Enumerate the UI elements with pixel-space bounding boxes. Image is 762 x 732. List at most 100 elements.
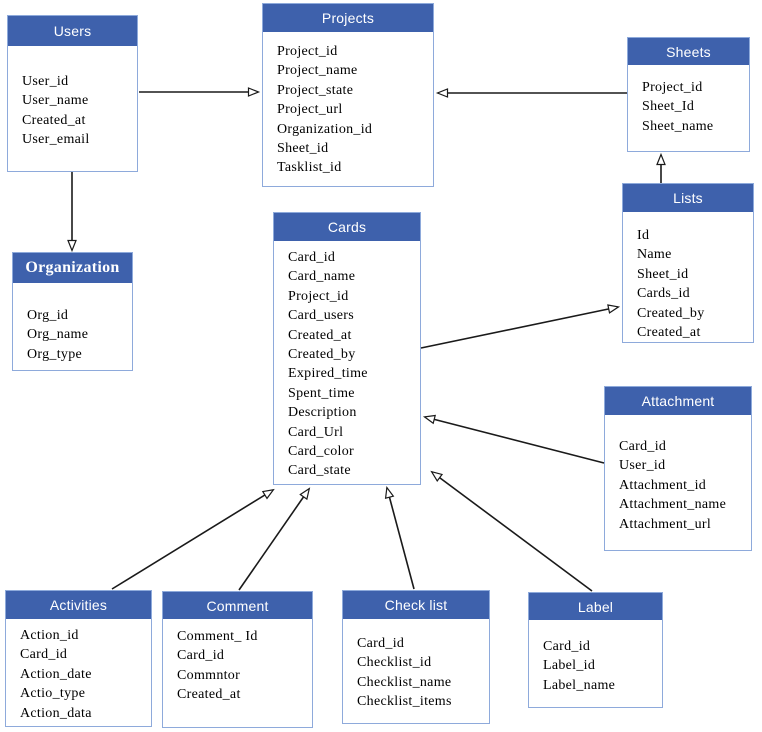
entity-projects-header: Projects bbox=[263, 4, 433, 32]
entity-field: Org_id bbox=[27, 308, 69, 323]
entity-activities-title: Activities bbox=[49, 597, 108, 613]
entity-field: Sheet_id bbox=[277, 141, 329, 157]
entity-field: Sheet_Id bbox=[642, 99, 695, 115]
entity-field: User_email bbox=[22, 132, 90, 148]
entity-field: Attachment_name bbox=[619, 497, 727, 513]
entity-field: Card_id bbox=[20, 647, 68, 663]
entity-field: Attachment_url bbox=[619, 516, 712, 532]
entity-field: Attachment_id bbox=[619, 477, 707, 493]
entity-field: Sheet_id bbox=[637, 266, 689, 282]
entity-field: Spent_time bbox=[288, 385, 355, 401]
entity-field: Expired_time bbox=[288, 366, 368, 382]
entity-field: Comment_ Id bbox=[177, 629, 258, 644]
entity-field: Project_name bbox=[277, 63, 358, 79]
entity-field: Id bbox=[637, 228, 650, 243]
entity-field: Card_id bbox=[288, 250, 336, 265]
entity-field: Created_at bbox=[637, 325, 701, 341]
entity-field: Project_url bbox=[277, 102, 343, 118]
entity-activities-header: Activities bbox=[6, 591, 151, 619]
entity-field: Org_name bbox=[27, 327, 89, 343]
entity-attachment-header: Attachment bbox=[605, 387, 751, 415]
connector-label-cards bbox=[430, 470, 593, 592]
entity-sheets-title: Sheets bbox=[666, 43, 711, 60]
entity-field: Project_id bbox=[288, 288, 349, 304]
entity-organization-title: Organization bbox=[25, 259, 120, 276]
entity-field: Created_at bbox=[177, 687, 241, 703]
entity-field: Action_id bbox=[20, 628, 79, 643]
entity-field: Organization_id bbox=[277, 121, 373, 137]
connector-cards-lists bbox=[420, 304, 621, 349]
entity-users-title: Users bbox=[53, 23, 92, 39]
entity-field: Action_date bbox=[20, 666, 92, 682]
entity-field: Card_users bbox=[288, 308, 354, 324]
entity-comment-title: Comment bbox=[206, 597, 269, 614]
entity-cards-title: Cards bbox=[327, 219, 367, 235]
entity-field: Card_name bbox=[288, 269, 356, 285]
entity-lists-header: Lists bbox=[623, 184, 753, 212]
entity-field: Checklist_id bbox=[357, 655, 432, 671]
entity-field: Card_color bbox=[288, 444, 354, 460]
entity-projects-title: Projects bbox=[321, 10, 375, 26]
entity-field: User_id bbox=[22, 74, 69, 89]
entity-field: Label_name bbox=[543, 677, 616, 693]
entity-field: Card_id bbox=[357, 636, 405, 651]
entity-field: Commntor bbox=[177, 667, 241, 683]
connector-activities-cards bbox=[111, 488, 275, 590]
connector-comment-cards bbox=[238, 487, 311, 591]
entity-lists-title: Lists bbox=[673, 190, 703, 206]
entity-field: Cards_id bbox=[637, 286, 690, 302]
entity-organization-header: Organization bbox=[13, 253, 132, 283]
entity-field: Created_by bbox=[637, 305, 705, 321]
entity-label-title: Label bbox=[577, 598, 614, 615]
entity-field: Card_state bbox=[288, 463, 351, 479]
entity-field: Name bbox=[637, 247, 672, 263]
entity-field: User_id bbox=[619, 458, 666, 474]
entity-field: Created_by bbox=[288, 347, 356, 363]
entity-attachment-title: Attachment bbox=[641, 393, 715, 409]
entity-users-header: Users bbox=[8, 16, 137, 46]
entity-field: Card_id bbox=[177, 648, 225, 664]
entity-field: Project_id bbox=[277, 44, 338, 59]
entity-label-header: Label bbox=[529, 593, 662, 620]
entity-field: Project_state bbox=[277, 82, 354, 98]
entity-field: Action_data bbox=[20, 705, 92, 721]
connector-attachment-cards bbox=[422, 414, 605, 464]
entity-field: Checklist_items bbox=[357, 694, 452, 710]
entity-field: Label_id bbox=[543, 658, 596, 674]
entity-comment-header: Comment bbox=[163, 592, 312, 619]
entity-field: User_name bbox=[22, 93, 89, 109]
entity-checklist-header: Check list bbox=[343, 591, 489, 619]
entity-field: Sheet_name bbox=[642, 118, 714, 134]
entity-field: Checklist_name bbox=[357, 674, 452, 690]
entity-sheets-header: Sheets bbox=[628, 38, 749, 65]
entity-cards-header: Cards bbox=[274, 213, 420, 241]
entity-field: Created_at bbox=[22, 112, 86, 128]
entity-field: Project_id bbox=[642, 80, 703, 95]
entity-field: Org_type bbox=[27, 346, 83, 362]
connector-checklist-cards bbox=[384, 485, 415, 590]
entity-field: Tasklist_id bbox=[277, 160, 342, 176]
